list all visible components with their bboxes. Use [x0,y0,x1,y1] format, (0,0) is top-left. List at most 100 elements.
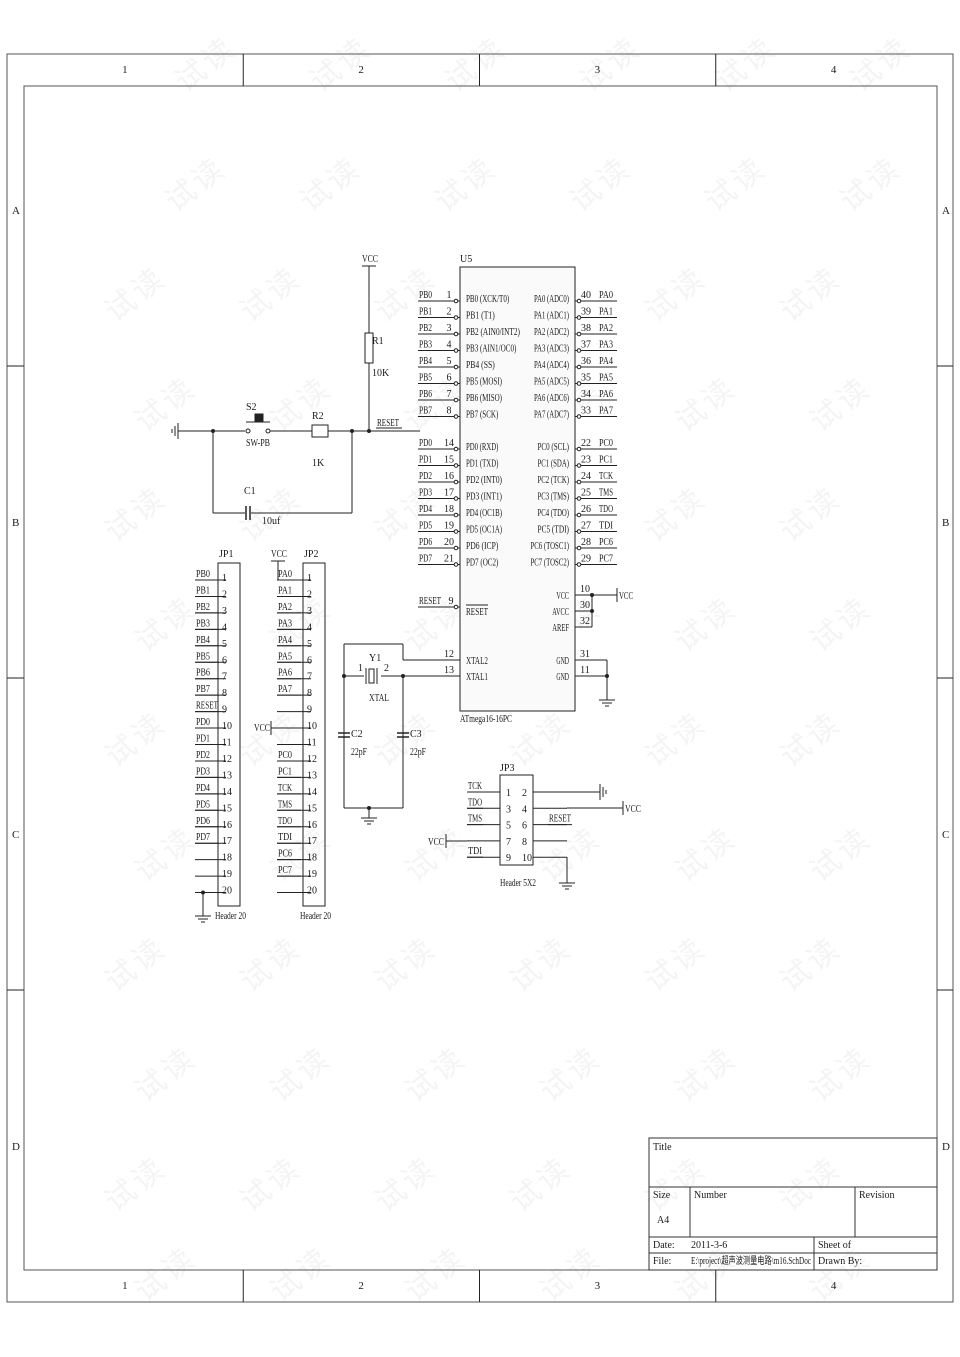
zone-marker-right-A: A [942,205,950,217]
pin-name-pd7: PD7 (OC2) [466,558,498,569]
net-label-jp1-pb1: PB1 [196,585,210,596]
jp1-pin-19: 19 [222,869,232,880]
size-value: A4 [657,1215,669,1226]
pin-dot [576,331,582,337]
net-label-jp1-pd1: PD1 [196,734,210,745]
net-label-pa4: PA4 [599,356,613,367]
pin-number-13: 13 [444,665,454,676]
jp2-pin-6: 6 [307,655,312,666]
y1-designator: Y1 [369,653,381,664]
junction-dot [342,674,346,678]
jp3-pin-7: 7 [506,837,511,848]
pin-dot [576,545,582,551]
net-label-pb6: PB6 [419,389,432,400]
mcu-designator: U5 [460,254,472,265]
pin-dot [453,604,459,610]
pin-number-10: 10 [580,584,590,595]
jp1-pin-14: 14 [222,787,232,798]
revision-label: Revision [859,1190,895,1201]
pin-dot [576,446,582,452]
pin-name-pc0: PC0 (SCL) [538,442,570,453]
r1-designator: R1 [372,336,384,347]
jp2-pin-14: 14 [307,787,317,798]
jp2-pin-5: 5 [307,639,312,650]
y1-value: XTAL [369,693,389,704]
net-label-jp1-reset: RESET [196,701,218,712]
pin-name-xtal1: XTAL1 [466,672,488,683]
junction-dot [605,674,609,678]
c1-value: 10uf [262,516,281,527]
net-label-pd2: PD2 [419,471,432,482]
pin-number-24: 24 [581,471,591,482]
net-label-jp2-pa7: PA7 [278,684,292,695]
pin-name-pd3: PD3 (INT1) [466,492,502,503]
net-label-pb2: PB2 [419,323,432,334]
jp2-pin-9: 9 [307,705,312,716]
jp2-part-label: Header 20 [300,911,331,922]
jp3-pin-8: 8 [522,837,527,848]
zone-marker-top-3: 3 [595,64,601,76]
net-label-jp2-tck: TCK [278,783,293,794]
pin-name-pa4: PA4 (ADC4) [534,360,569,371]
net-label-jp1-pd3: PD3 [196,766,210,777]
net-label-pb4: PB4 [419,356,432,367]
pin-dot [453,479,459,485]
pin-dot [453,562,459,567]
y1-pin1: 1 [358,663,363,674]
jp1-pin-12: 12 [222,754,232,765]
pin-number-27: 27 [581,521,591,532]
pin-name-pb4: PB4 (SS) [466,360,495,371]
pin-dot [576,364,582,370]
jp2-pin-3: 3 [307,606,312,617]
net-label-pc7: PC7 [599,554,613,565]
pin-number-18: 18 [444,504,454,515]
drawn-by-label: Drawn By: [818,1256,862,1267]
jp2-pin-10: 10 [307,721,317,732]
jp1-pin-16: 16 [222,820,232,831]
pin-name-pa2: PA2 (ADC2) [534,327,569,338]
pin-number-20: 20 [444,537,454,548]
mcu-body [459,266,576,712]
pin-name-pa7: PA7 (ADC7) [534,410,569,421]
pin-name-gnd-11: GND [556,672,569,683]
pin-number-21: 21 [444,554,454,565]
net-label-jp1-pb2: PB2 [196,602,210,613]
pin-number-32: 32 [580,616,590,627]
pin-number-39: 39 [581,307,591,318]
jp3-pin-10: 10 [522,853,532,864]
net-label-pa3: PA3 [599,340,613,351]
jp1-pin-2: 2 [222,589,227,600]
pin-dot [576,479,582,485]
net-label-pd6: PD6 [419,537,432,548]
pin-name-pa0: PA0 (ADC0) [534,294,569,305]
junction-dot [367,429,371,433]
pin-name-reset: RESET [466,607,488,618]
pin-number-15: 15 [444,455,454,466]
net-label-jp1-pd7: PD7 [196,832,210,843]
jp2-pin-12: 12 [307,754,317,765]
net-label-jp3-tck: TCK [468,781,483,792]
net-label-pb7: PB7 [419,406,432,417]
pin-name-gnd-31: GND [556,656,569,667]
jp2-pin-17: 17 [307,836,317,847]
date-value: 2011-3-6 [691,1240,727,1251]
vcc-label-jp1: VCC [254,723,270,734]
resistor-r2 [311,424,329,438]
pin-dot [576,562,582,567]
net-label-jp1-pd0: PD0 [196,717,210,728]
jp1-pin-15: 15 [222,803,232,814]
pin-number-17: 17 [444,488,454,499]
pin-name-pa6: PA6 (ADC6) [534,393,569,404]
pin-number-1: 1 [447,290,452,301]
pin-number-31: 31 [580,649,590,660]
net-label-pa0: PA0 [599,290,613,301]
pin-number-12: 12 [444,649,454,660]
pin-number-9: 9 [449,596,454,607]
jp3-body [499,774,534,866]
jp1-pin-11: 11 [222,738,232,749]
net-label-pb0: PB0 [419,290,432,301]
jp2-pin-7: 7 [307,672,312,683]
pin-number-30: 30 [580,600,590,611]
jp2-pin-18: 18 [307,853,317,864]
